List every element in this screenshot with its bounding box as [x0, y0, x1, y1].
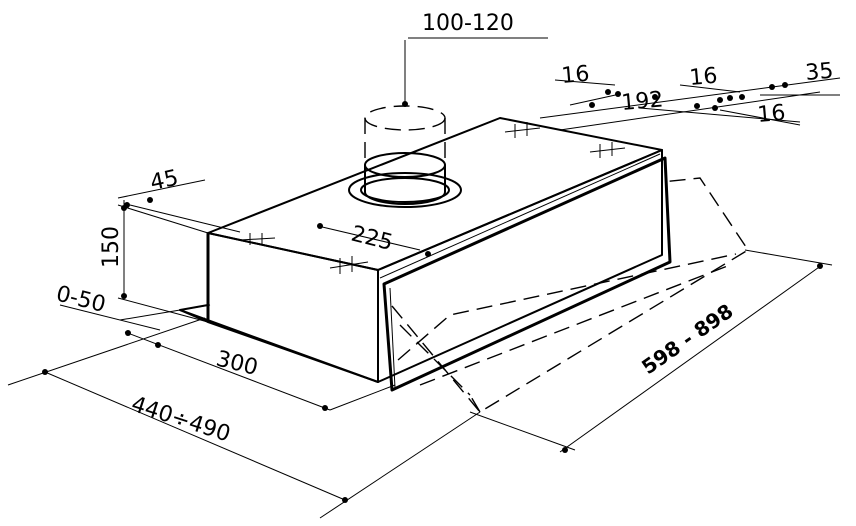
dimension-labels: 100-120 16 192 16 35 16 45 150 225 0-50 … [54, 11, 835, 447]
label-top-span: 192 [620, 87, 664, 116]
screw-marks [239, 122, 626, 274]
label-top-mid-offset: 16 [688, 64, 718, 91]
collar-top-ring [364, 152, 446, 178]
label-depth-300: 300 [214, 347, 261, 381]
duct-dashed-outline [364, 118, 446, 165]
label-front-offset: 0-50 [54, 282, 109, 318]
label-depth-range: 440÷490 [128, 392, 233, 447]
label-top-right-offset: 35 [804, 59, 834, 86]
collar-base-ring [348, 172, 462, 208]
label-duct-center: 225 [349, 222, 396, 256]
label-top-right-lower: 16 [756, 101, 786, 128]
label-width-range: 598 - 898 [637, 299, 737, 379]
dimension-lines [7, 37, 841, 519]
label-duct-diameter: 100-120 [422, 11, 514, 36]
hood-body [179, 117, 672, 392]
label-side-depth: 45 [148, 166, 181, 196]
label-top-left-offset: 16 [560, 62, 590, 89]
label-height: 150 [99, 226, 124, 268]
duct-collar [348, 40, 462, 208]
extended-visor-outline [391, 177, 749, 413]
hood-side-face [377, 149, 663, 383]
hood-visor-panel [382, 156, 672, 392]
